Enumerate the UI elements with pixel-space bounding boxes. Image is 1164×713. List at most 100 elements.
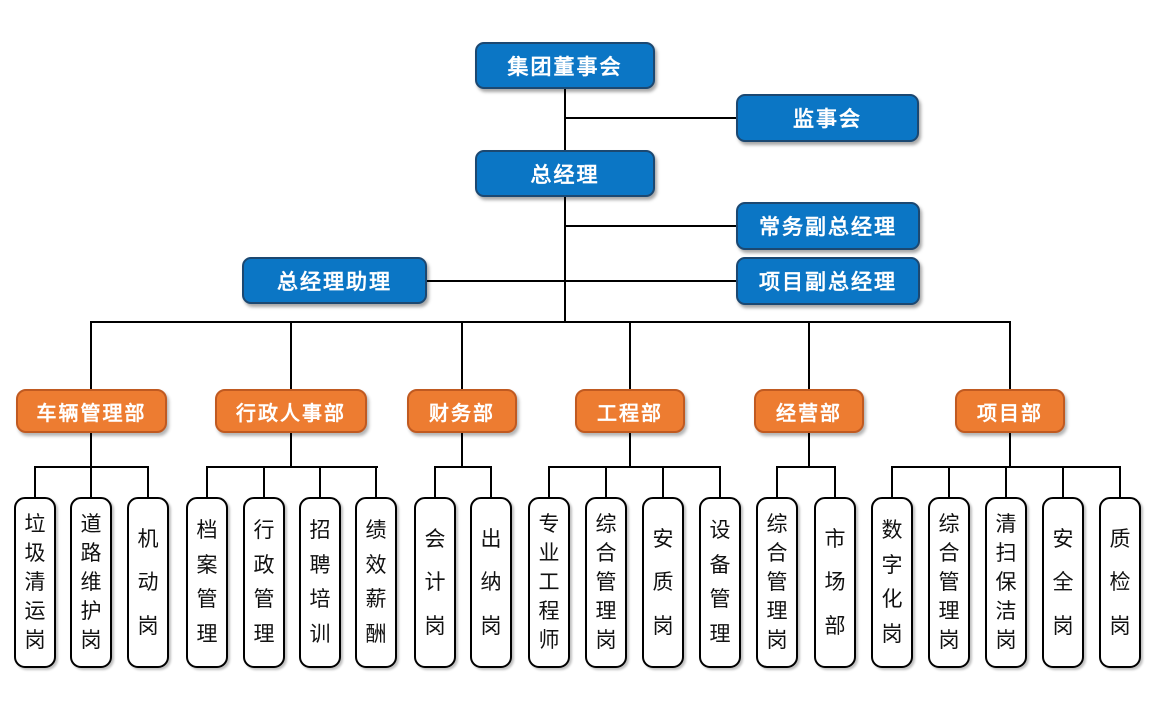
node-gm-assistant: 总经理助理 [242, 257, 427, 304]
node-label: 总经理助理 [277, 270, 392, 294]
node-label: 项目部 [977, 402, 1043, 425]
connector [834, 467, 836, 497]
connector [776, 467, 778, 497]
node-post-performance-compensation: 绩效薪酬 [355, 497, 397, 668]
node-post-cashier: 出纳岗 [470, 497, 512, 668]
node-project-deputy-gm: 项目副总经理 [736, 257, 920, 305]
node-label: 项目副总经理 [759, 271, 897, 294]
node-label: 设备管理 [709, 518, 731, 647]
node-post-general-management-operations: 综合管理岗 [756, 497, 798, 668]
node-post-garbage-removal: 垃圾清运岗 [14, 497, 56, 668]
node-dept-operations: 经营部 [754, 389, 864, 433]
node-label: 综合管理岗 [938, 513, 960, 652]
connector [319, 467, 321, 497]
connector [948, 467, 950, 497]
connector [290, 322, 292, 389]
connector [1005, 467, 1007, 497]
node-post-road-maintenance: 道路维护岗 [70, 497, 112, 668]
connector [34, 467, 36, 497]
connector [629, 433, 631, 467]
node-label: 机动岗 [137, 527, 159, 638]
node-label: 工程部 [597, 402, 663, 425]
node-label: 行政人事部 [236, 402, 346, 425]
connector [564, 225, 736, 227]
node-label: 监事会 [793, 108, 862, 131]
connector [776, 466, 836, 468]
node-dept-admin-hr: 行政人事部 [215, 389, 367, 433]
node-label: 综合管理岗 [766, 513, 788, 652]
node-label: 绩效薪酬 [365, 518, 387, 647]
node-post-recruitment-training: 招聘培训 [299, 497, 341, 668]
node-label: 安质岗 [652, 527, 674, 638]
node-label: 道路维护岗 [80, 513, 102, 652]
connector [891, 467, 893, 497]
connector [1009, 433, 1011, 467]
connector [290, 433, 292, 467]
node-label: 会计岗 [424, 527, 446, 638]
node-post-market-dept: 市场部 [814, 497, 856, 668]
node-label: 垃圾清运岗 [24, 513, 46, 652]
connector [1119, 467, 1121, 497]
node-executive-deputy-gm: 常务副总经理 [736, 202, 920, 250]
node-label: 财务部 [429, 402, 495, 425]
connector [90, 321, 1011, 323]
node-board: 集团董事会 [475, 42, 655, 89]
connector [548, 467, 550, 497]
node-label: 清扫保洁岗 [995, 513, 1017, 652]
connector [90, 433, 92, 467]
node-label: 市场部 [824, 527, 846, 638]
node-post-equipment-management: 设备管理 [699, 497, 741, 668]
connector [490, 467, 492, 497]
connector [548, 466, 721, 468]
node-label: 集团董事会 [507, 55, 623, 79]
connector [263, 467, 265, 497]
connector [427, 280, 736, 282]
node-post-cleaning: 清扫保洁岗 [985, 497, 1027, 668]
node-post-digitalization: 数字化岗 [871, 497, 913, 668]
connector [605, 467, 607, 497]
connector [564, 197, 566, 323]
node-post-mobile: 机动岗 [127, 497, 169, 668]
node-post-professional-engineer: 专业工程师 [528, 497, 570, 668]
node-dept-project: 项目部 [955, 389, 1065, 433]
connector [1062, 467, 1064, 497]
connector [808, 433, 810, 467]
connector [461, 433, 463, 467]
node-label: 档案管理 [196, 518, 218, 647]
connector [808, 322, 810, 389]
node-post-general-management-engineering: 综合管理岗 [585, 497, 627, 668]
node-post-archives-management: 档案管理 [186, 497, 228, 668]
node-label: 招聘培训 [309, 518, 331, 647]
connector [564, 89, 566, 151]
node-label: 总经理 [530, 163, 600, 187]
connector [461, 322, 463, 389]
node-general-manager: 总经理 [475, 150, 655, 197]
connector [629, 322, 631, 389]
node-label: 综合管理岗 [595, 513, 617, 652]
node-label: 出纳岗 [480, 527, 502, 638]
connector [1009, 322, 1011, 389]
node-label: 经营部 [776, 402, 842, 425]
node-post-quality-inspection: 质检岗 [1099, 497, 1141, 668]
connector [206, 467, 208, 497]
node-label: 车辆管理部 [36, 402, 147, 425]
node-label: 专业工程师 [538, 513, 560, 652]
connector [90, 467, 92, 497]
node-supervisory-board: 监事会 [736, 94, 919, 142]
node-post-accounting: 会计岗 [414, 497, 456, 668]
node-dept-engineering: 工程部 [575, 389, 685, 433]
node-label: 数字化岗 [881, 518, 903, 647]
node-post-general-management-project: 综合管理岗 [928, 497, 970, 668]
node-label: 行政管理 [253, 518, 275, 647]
connector [719, 467, 721, 497]
node-label: 质检岗 [1109, 527, 1131, 638]
connector [206, 466, 378, 468]
node-label: 安全岗 [1052, 527, 1074, 638]
connector [662, 467, 664, 497]
connector [434, 466, 492, 468]
connector [434, 467, 436, 497]
connector [90, 322, 92, 389]
node-post-safety: 安全岗 [1042, 497, 1084, 668]
connector [147, 467, 149, 497]
